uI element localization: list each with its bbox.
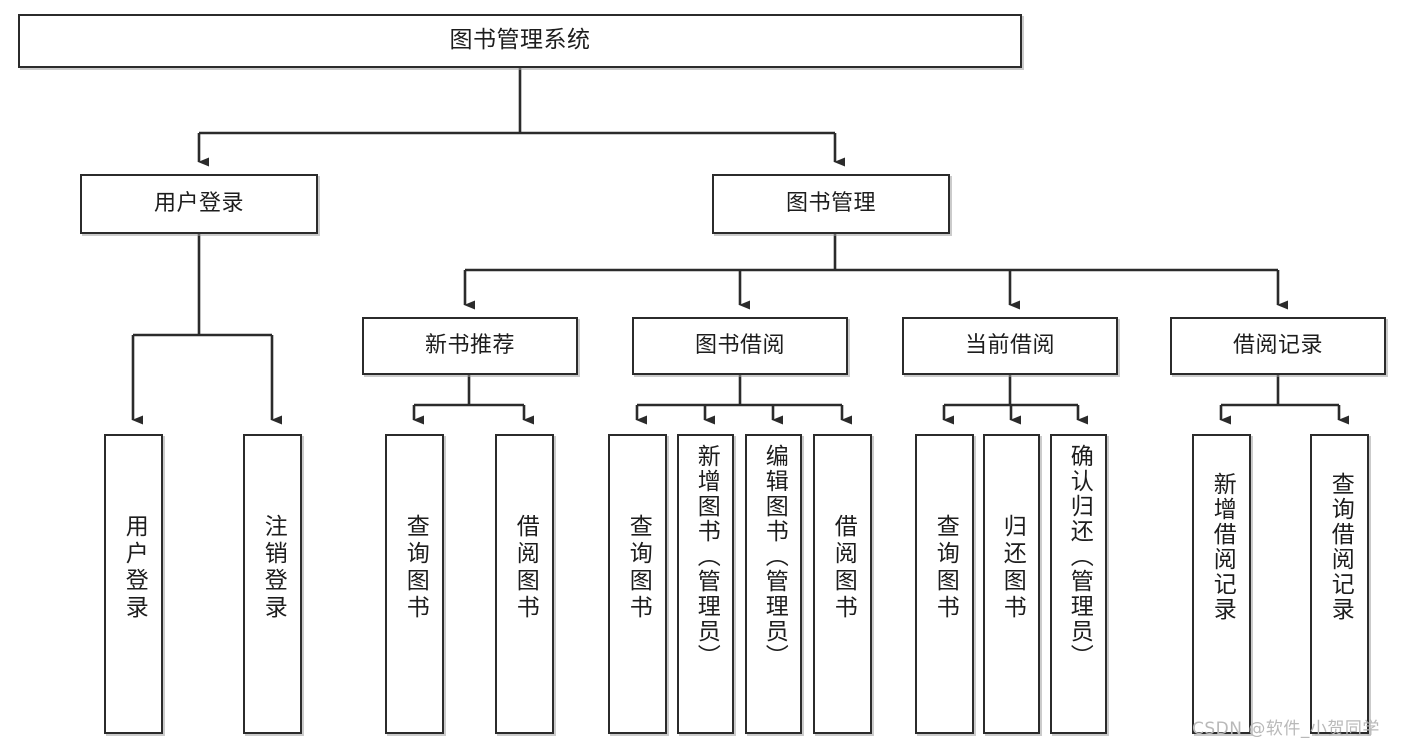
leaf-add-borrow-record[interactable]: 新增借阅记录 [1192,434,1251,734]
node-book-management[interactable]: 图书管理 [712,174,950,234]
node-label: 图书借阅 [694,333,785,359]
leaf-logout[interactable]: 注销登录 [243,434,302,734]
node-label: 图书管理 [785,191,876,217]
node-label: 用户登录 [121,514,148,622]
node-label: 图书管理系统 [449,27,591,54]
node-root-book-management-system[interactable]: 图书管理系统 [18,14,1022,68]
node-label: 借阅记录 [1232,333,1323,359]
node-label: 新增借阅记录 [1209,472,1236,622]
leaf-borrow-book-recommend[interactable]: 借阅图书 [495,434,554,734]
node-new-book-recommend[interactable]: 新书推荐 [362,317,578,375]
node-label: 归还图书 [999,514,1026,622]
node-label: 借阅图书 [830,514,857,622]
leaf-query-borrow-record[interactable]: 查询借阅记录 [1310,434,1369,734]
node-label: 当前借阅 [964,333,1055,359]
leaf-add-book-admin[interactable]: 新增图书（管理员） [677,434,734,734]
node-label: 编辑图书（管理员） [761,444,788,669]
leaf-user-login[interactable]: 用户登录 [104,434,163,734]
node-label: 查询图书 [932,514,959,622]
node-current-borrow[interactable]: 当前借阅 [902,317,1118,375]
node-label: 注销登录 [260,514,287,622]
node-label: 查询图书 [402,514,429,622]
node-user-login[interactable]: 用户登录 [80,174,318,234]
csdn-watermark: CSDN @软件_小贺同学 [1192,719,1380,739]
leaf-return-book[interactable]: 归还图书 [983,434,1040,734]
node-borrow-record[interactable]: 借阅记录 [1170,317,1386,375]
node-label: 查询图书 [625,514,652,622]
node-label: 确认归还（管理员） [1066,444,1093,669]
node-label: 新书推荐 [424,333,515,359]
node-book-borrow[interactable]: 图书借阅 [632,317,848,375]
leaf-confirm-return-admin[interactable]: 确认归还（管理员） [1050,434,1107,734]
leaf-query-book-borrow[interactable]: 查询图书 [608,434,667,734]
leaf-borrow-book[interactable]: 借阅图书 [813,434,872,734]
leaf-query-book-recommend[interactable]: 查询图书 [385,434,444,734]
leaf-edit-book-admin[interactable]: 编辑图书（管理员） [745,434,802,734]
node-label: 用户登录 [153,191,244,217]
node-label: 查询借阅记录 [1327,472,1354,622]
node-label: 借阅图书 [512,514,539,622]
node-label: 新增图书（管理员） [693,444,720,669]
leaf-query-book-current[interactable]: 查询图书 [915,434,974,734]
